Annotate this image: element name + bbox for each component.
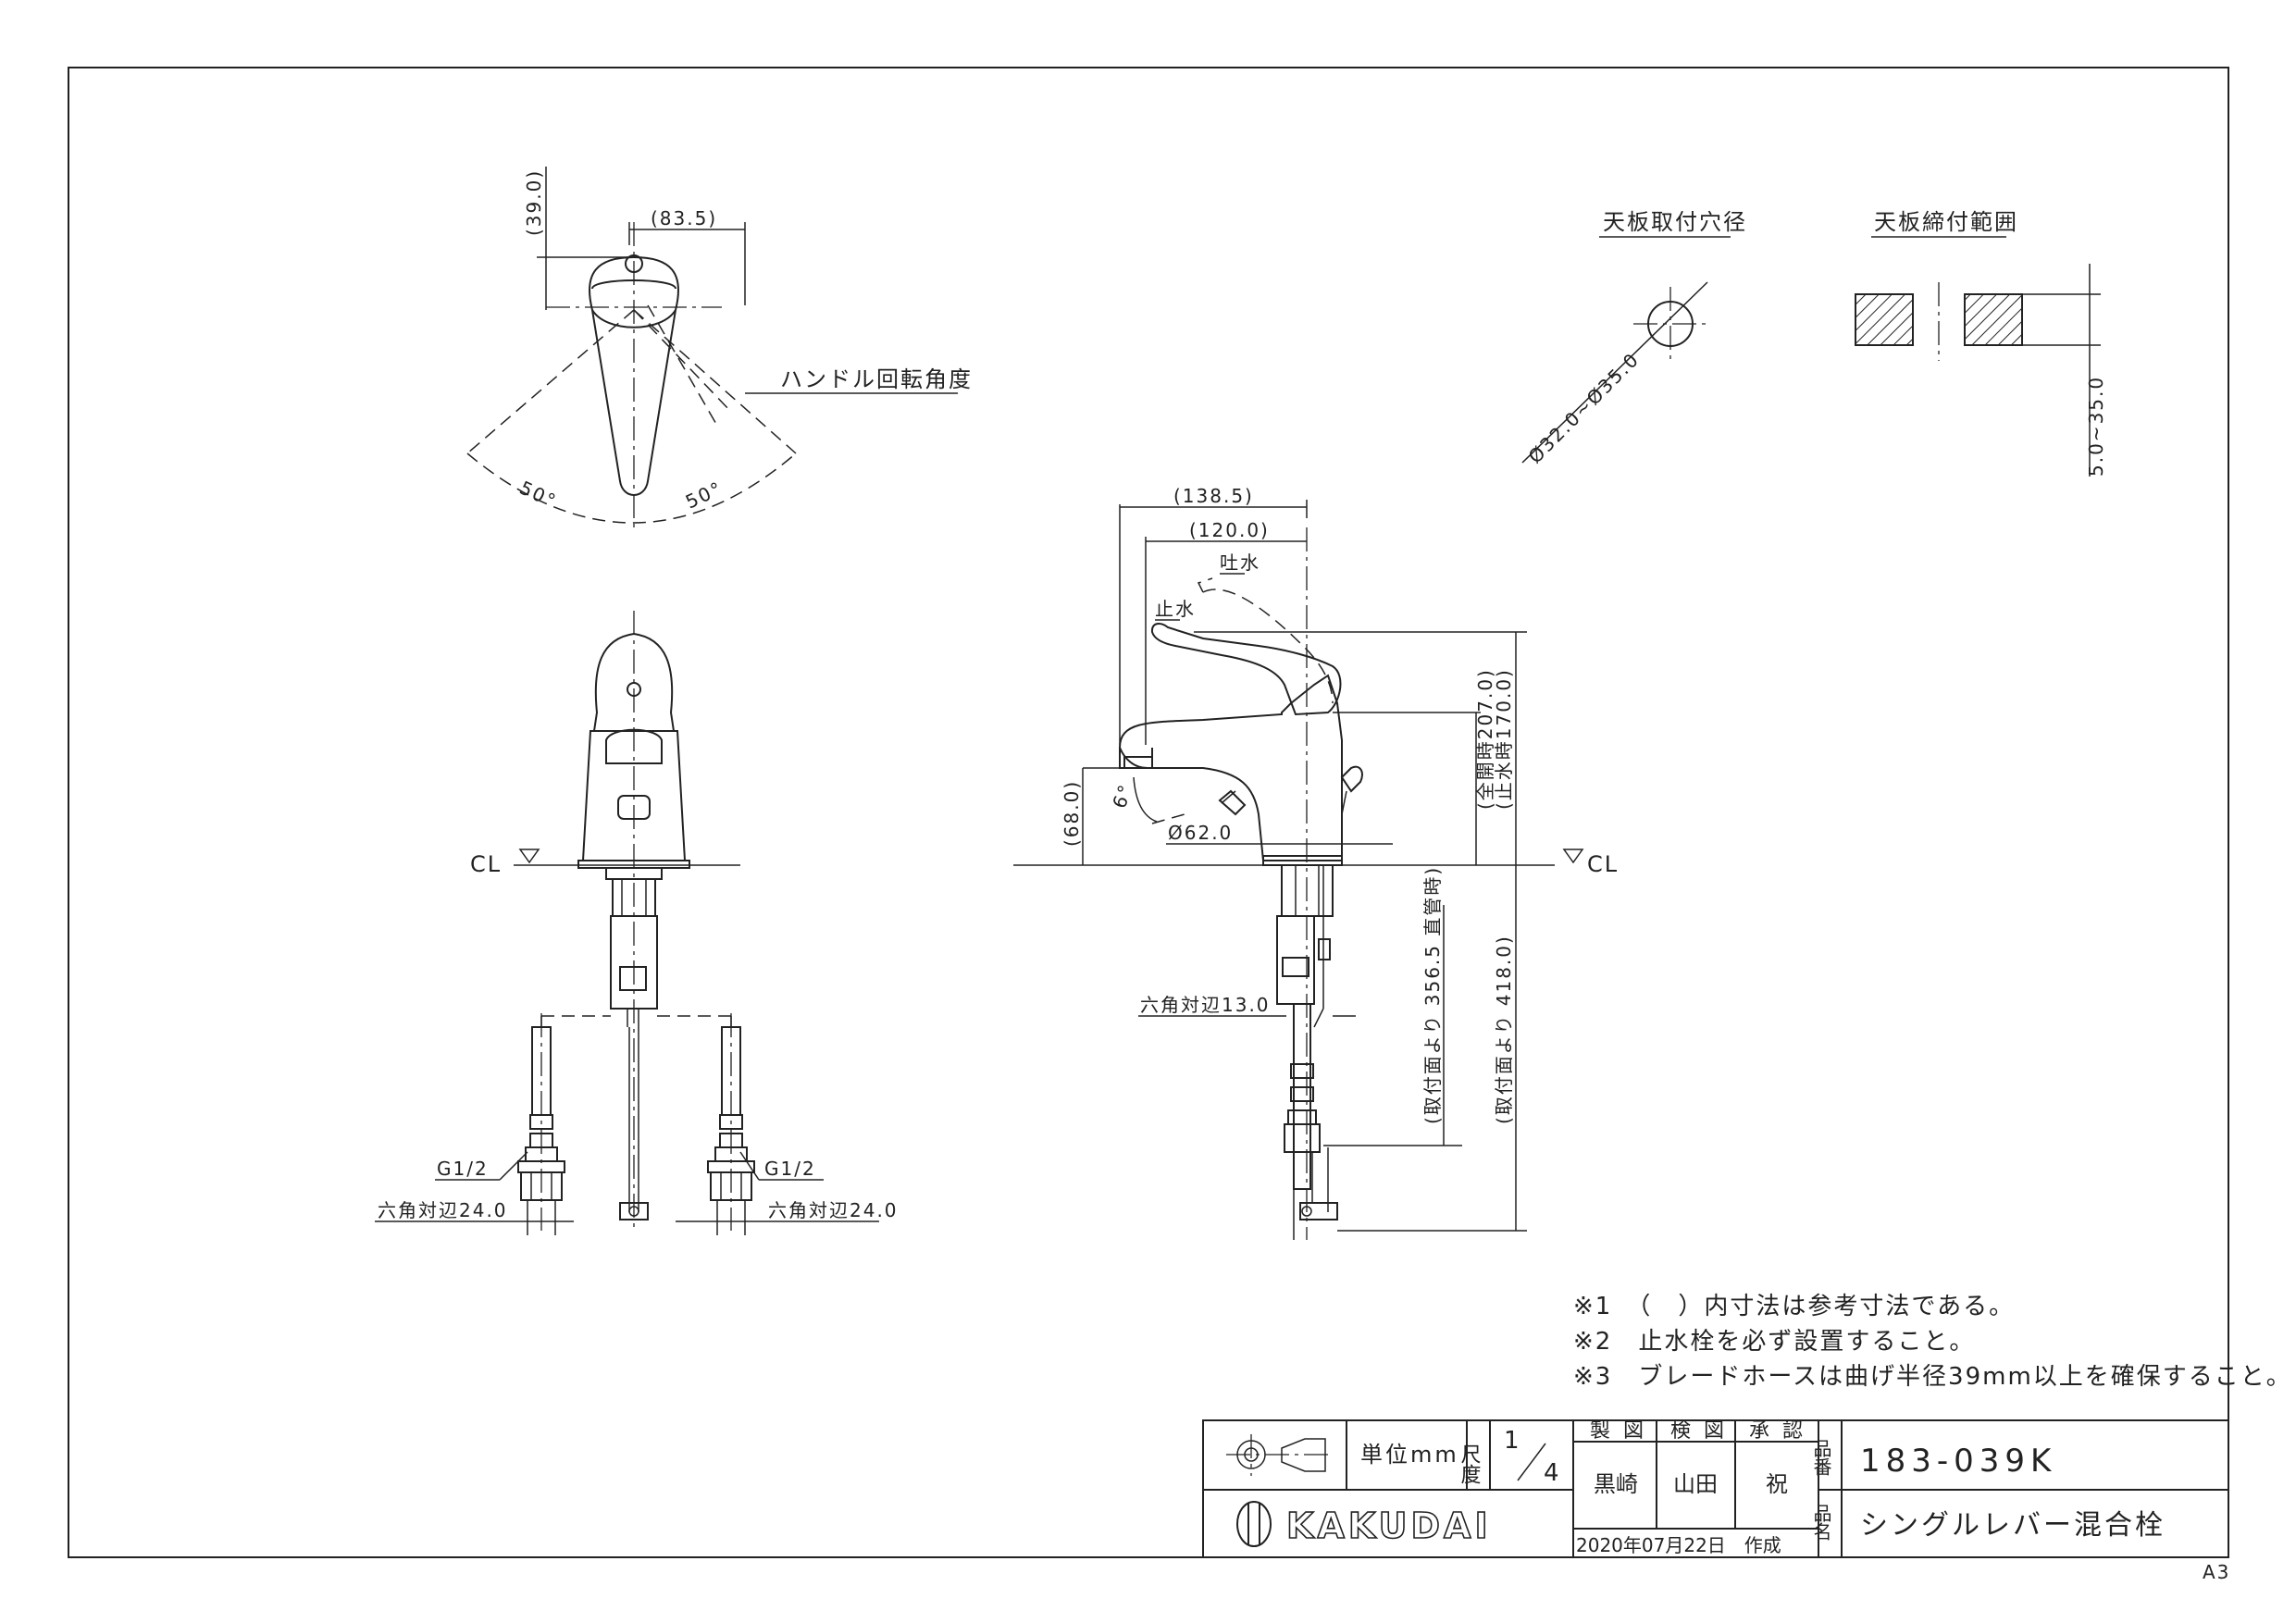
thread-left: G1/2 [437, 1158, 489, 1180]
label-stop: 止水 [1155, 598, 1196, 620]
front-view: CL [375, 611, 899, 1235]
handle-rotation-label: ハンドル回転角度 [780, 366, 973, 392]
hex-left: 六角対辺24.0 [378, 1199, 508, 1221]
left-hose [517, 1013, 565, 1235]
dim-spout-length: (120.0) [1189, 519, 1270, 541]
hole-diameter: Ø32.0~Ø35.0 [1524, 348, 1644, 468]
right-hose [707, 1013, 755, 1235]
mounting-hole-detail: 天板取付穴径 Ø32.0~Ø35.0 [1521, 209, 1747, 468]
part-no: 183-039K [1860, 1443, 2056, 1480]
dim-hose-length: (取付面より 418.0) [1493, 935, 1515, 1124]
title-block: 単位mm 尺度 1 4 製図 検図 承認 黒崎 山田 祝 品番 183-039K… [1202, 1419, 2229, 1558]
dim-spout-height: (68.0) [1061, 780, 1083, 847]
scale-den: 4 [1544, 1459, 1559, 1487]
dim-height-stop: (止水時170.0) [1493, 668, 1515, 810]
approved-label: 承認 [1749, 1419, 1816, 1443]
part-name: シングルレバー混合栓 [1860, 1509, 2166, 1542]
angle-spout: 6° [1108, 780, 1137, 811]
hex-label-side: 六角対辺13.0 [1140, 994, 1271, 1016]
dim-straight-pipe: (取付面より 356.5 直管時) [1421, 866, 1444, 1124]
sheet-size: A3 [2203, 1561, 2230, 1583]
note-2: ※2 止水栓を必ず設置すること。 [1573, 1328, 1975, 1356]
top-view: (83.5) (39.0) ハンドル回転角度 50° 50° [466, 167, 973, 527]
dim-handle-height: (39.0) [523, 169, 545, 236]
part-no-label: 品番 [1810, 1439, 1832, 1476]
dim-base-dia: Ø62.0 [1168, 822, 1233, 844]
approved-by: 祝 [1766, 1471, 1788, 1497]
checked-by: 山田 [1673, 1471, 1718, 1497]
hex-right: 六角対辺24.0 [768, 1199, 899, 1221]
dim-overall-length: (138.5) [1173, 485, 1254, 507]
part-name-label: 品名 [1810, 1504, 1832, 1541]
side-view: CL (138.5) (120.0) 吐水 止水 [1013, 485, 1619, 1240]
company-name: KAKUDAI [1286, 1505, 1492, 1546]
range-dim: 5.0~35.0 [2085, 376, 2107, 477]
checked-label: 検図 [1670, 1419, 1737, 1443]
mounting-range-detail: 天板締付範囲 5.0~35.0 [1855, 209, 2107, 477]
projection-symbol-icon [1226, 1434, 1333, 1476]
notes: ※1 （ ）内寸法は参考寸法である。 ※2 止水栓を必ず設置すること。 ※3 ブ… [1573, 1293, 2292, 1391]
dim-handle-width: (83.5) [651, 207, 717, 229]
unit-label: 単位mm [1360, 1442, 1459, 1468]
thread-right: G1/2 [764, 1158, 816, 1180]
drawn-label: 製図 [1590, 1419, 1657, 1443]
creation-date: 2020年07月22日 作成 [1576, 1534, 1781, 1556]
kakudai-logo: KAKUDAI [1236, 1501, 1492, 1547]
hole-title: 天板取付穴径 [1603, 209, 1747, 235]
note-3: ※3 ブレードホースは曲げ半径39mm以上を確保すること。 [1573, 1363, 2292, 1391]
cl-label-front: CL [470, 851, 502, 877]
drawn-by: 黒崎 [1594, 1471, 1638, 1497]
sheet-border [68, 67, 2229, 1558]
scale-num: 1 [1504, 1427, 1520, 1455]
dim-height-open: (全開時207.0) [1474, 668, 1496, 810]
angle-right: 50° [682, 477, 726, 513]
scale-label: 尺度 [1458, 1443, 1482, 1484]
label-spout-open: 吐水 [1220, 551, 1260, 574]
cl-label-side: CL [1587, 851, 1619, 877]
note-1: ※1 （ ）内寸法は参考寸法である。 [1573, 1293, 2015, 1320]
range-title: 天板締付範囲 [1874, 209, 2018, 235]
